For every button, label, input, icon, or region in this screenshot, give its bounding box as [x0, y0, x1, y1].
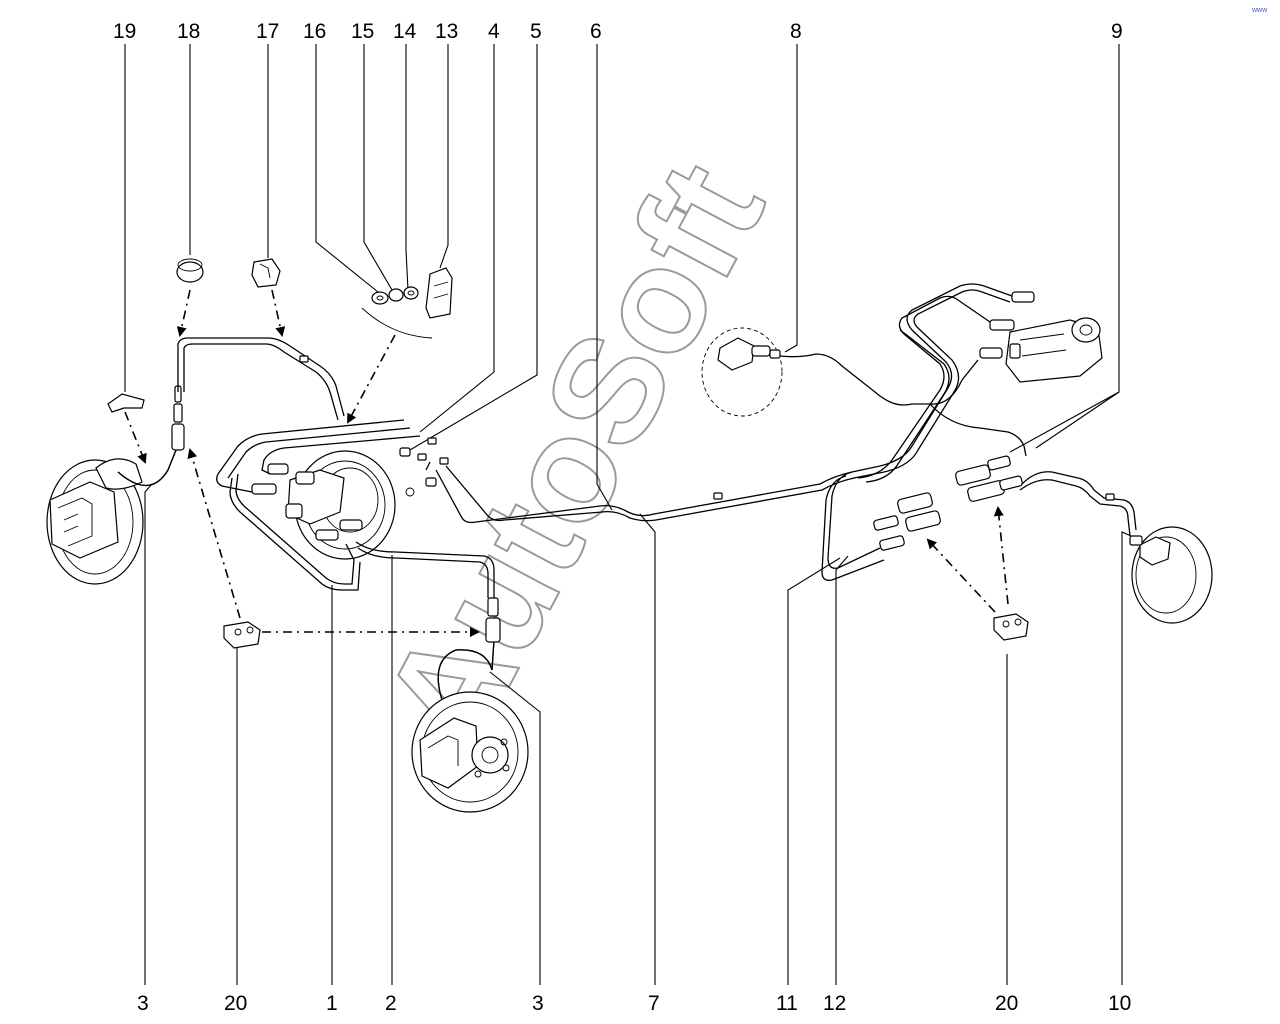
callout-17: 17 [256, 20, 279, 43]
loose-parts [107, 258, 1029, 649]
callout-20-left: 20 [224, 992, 247, 1015]
callout-3-center: 3 [532, 992, 544, 1015]
callout-1: 1 [326, 992, 338, 1015]
callout-10: 10 [1108, 992, 1131, 1015]
rear-left-drum [701, 327, 783, 417]
callout-18: 18 [177, 20, 200, 43]
callout-9: 9 [1111, 20, 1123, 43]
callout-3-left: 3 [137, 992, 149, 1015]
corner-mark: www [1251, 7, 1268, 14]
brake-pressure-regulator [979, 291, 1103, 383]
top-callouts: 19 18 17 16 15 14 13 4 5 6 8 9 [113, 20, 1123, 43]
master-cylinder-booster [251, 450, 415, 560]
callout-11: 11 [776, 992, 798, 1015]
callout-2: 2 [385, 992, 397, 1015]
callout-20-right: 20 [995, 992, 1018, 1015]
brake-pipes [177, 283, 1137, 598]
callout-5: 5 [530, 20, 542, 43]
callout-6: 6 [590, 20, 602, 43]
callout-4: 4 [488, 20, 500, 43]
rear-right-drum [1129, 526, 1213, 624]
callout-12: 12 [823, 992, 846, 1015]
bottom-callouts: 3 20 1 2 3 7 11 12 20 10 [137, 992, 1131, 1015]
rear-connectors [873, 455, 1023, 551]
callout-16: 16 [303, 20, 326, 43]
assembly-arrows [124, 289, 1009, 637]
watermark: AutoSoft [350, 137, 796, 775]
callout-14: 14 [393, 20, 417, 43]
callout-7: 7 [648, 992, 660, 1015]
callout-19: 19 [113, 20, 136, 43]
right-front-brake [411, 597, 529, 813]
callout-8: 8 [790, 20, 802, 43]
left-front-brake [46, 385, 185, 585]
callout-15: 15 [351, 20, 374, 43]
callout-13: 13 [435, 20, 458, 43]
